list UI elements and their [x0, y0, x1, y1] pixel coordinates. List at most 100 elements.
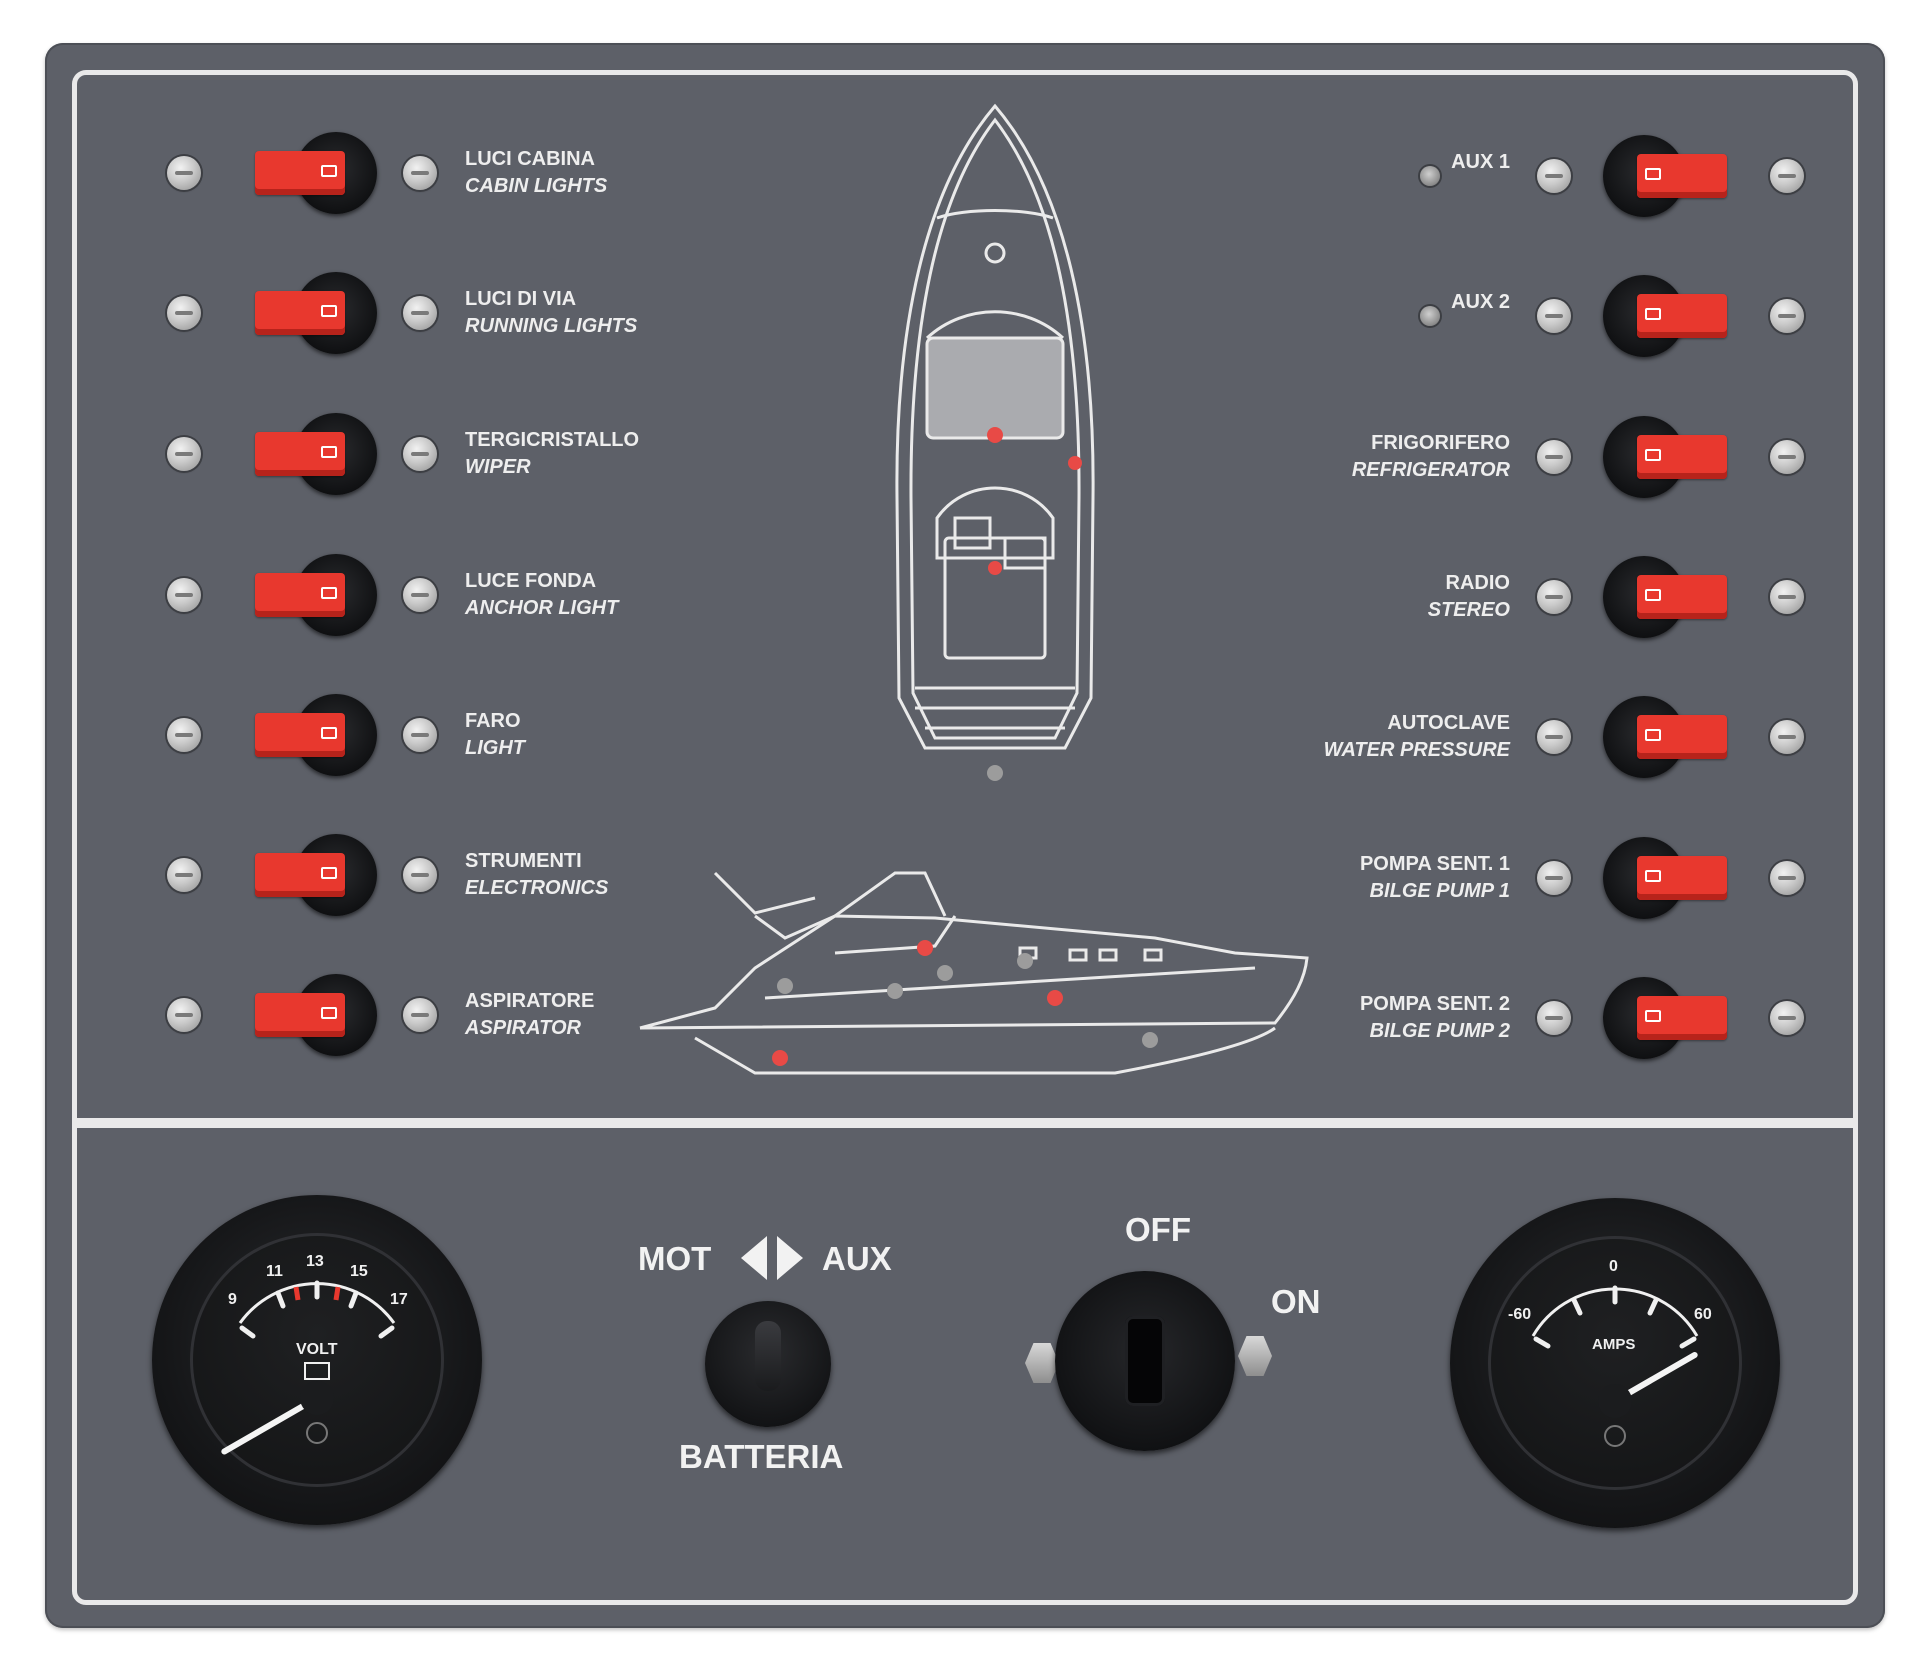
switch-label-it: POMPA SENT. 1	[1359, 853, 1510, 875]
switch-label: POMPA SENT. 2 BILGE PUMP 2	[1360, 991, 1510, 1045]
battery-selector-lever	[755, 1321, 781, 1391]
switch-row-cabin-lights: LUCI CABINA CABIN LIGHTS	[45, 128, 695, 218]
switch-label-it: LUCI CABINA	[465, 148, 595, 170]
voltmeter: 9 11 13 15 17 VOLT	[152, 1195, 482, 1525]
switch-label-it: ASPIRATORE	[465, 990, 595, 1012]
battery-aux-label: AUX	[822, 1240, 892, 1277]
screw-terminal	[1770, 159, 1804, 193]
screw-terminal	[403, 296, 437, 330]
aspirator-toggle[interactable]	[255, 993, 345, 1037]
voltmeter-scale	[238, 1280, 396, 1444]
switch-label: TERGICRISTALLO WIPER	[465, 427, 639, 481]
screw-terminal	[1770, 1001, 1804, 1035]
screw-terminal	[1537, 159, 1571, 193]
screw-terminal	[403, 156, 437, 190]
switch-row-water-pressure: AUTOCLAVE WATER PRESSURE	[1275, 692, 1835, 782]
switch-label-it: AUX 1	[1451, 151, 1510, 173]
screw-terminal	[403, 437, 437, 471]
anchor-light-toggle[interactable]	[255, 573, 345, 617]
cabin-lights-toggle[interactable]	[255, 151, 345, 195]
battery-mot-label: MOT	[638, 1240, 712, 1277]
main-switch-off-label: OFF	[1125, 1211, 1191, 1248]
switch-label-en: WIPER	[465, 456, 531, 478]
running-lights-toggle[interactable]	[255, 291, 345, 335]
switch-label-en: RUNNING LIGHTS	[465, 315, 638, 337]
switch-row-bilge-pump-2: POMPA SENT. 2 BILGE PUMP 2	[1275, 973, 1835, 1063]
switch-row-refrigerator: FRIGORIFERO REFRIGERATOR	[1275, 412, 1835, 502]
screw-terminal	[403, 998, 437, 1032]
battery-selector-switch[interactable]	[705, 1301, 831, 1427]
switch-label-it: AUX 2	[1451, 291, 1510, 313]
volt-tick-label: 15	[350, 1263, 368, 1280]
switch-row-aspirator: ASPIRATORE ASPIRATOR	[45, 970, 695, 1060]
screw-terminal	[1537, 1001, 1571, 1035]
screw-terminal	[167, 578, 201, 612]
switch-label: LUCI CABINA CABIN LIGHTS	[465, 146, 607, 200]
switch-label: STRUMENTI ELECTRONICS	[465, 848, 608, 902]
stereo-toggle[interactable]	[1637, 575, 1727, 619]
volt-tick-label: 13	[306, 1253, 324, 1270]
screw-terminal	[167, 296, 201, 330]
amp-tick-label: 60	[1694, 1306, 1712, 1323]
switch-section-frame	[72, 70, 1858, 1123]
main-switch-on-label: ON	[1271, 1283, 1321, 1320]
screw-terminal	[167, 437, 201, 471]
volt-tick-label: 9	[228, 1291, 237, 1308]
switch-row-light: FARO LIGHT	[45, 690, 695, 780]
aux-1-toggle[interactable]	[1637, 154, 1727, 198]
bilge-pump-2-toggle[interactable]	[1637, 996, 1727, 1040]
switch-row-aux-1: AUX 1	[1275, 131, 1835, 221]
screw-terminal	[1770, 580, 1804, 614]
switch-row-anchor-light: LUCE FONDA ANCHOR LIGHT	[45, 550, 695, 640]
switch-label: AUX 1	[1451, 149, 1510, 176]
indicator-led	[1420, 306, 1440, 326]
screw-terminal	[1770, 440, 1804, 474]
screw-terminal	[1770, 299, 1804, 333]
needle-hub	[1598, 1384, 1632, 1418]
switch-label-it: TERGICRISTALLO	[465, 429, 640, 451]
switch-label-it: RADIO	[1445, 572, 1510, 594]
bilge-pump-1-toggle[interactable]	[1637, 856, 1727, 900]
screw-terminal	[167, 156, 201, 190]
volt-tick-label: 17	[390, 1291, 408, 1308]
refrigerator-toggle[interactable]	[1637, 435, 1727, 479]
light-toggle[interactable]	[255, 713, 345, 757]
aux-2-toggle[interactable]	[1637, 294, 1727, 338]
screw-terminal	[1537, 720, 1571, 754]
section-divider	[72, 1118, 1858, 1124]
needle-hub	[300, 1381, 334, 1415]
switch-label-it: FRIGORIFERO	[1371, 432, 1510, 454]
switch-panel: LUCI CABINA CABIN LIGHTS LUCI DI VIA RUN…	[45, 43, 1885, 1628]
main-switch-key-slot	[1125, 1316, 1165, 1406]
amp-tick-label: 0	[1609, 1258, 1618, 1275]
screw-terminal	[1537, 440, 1571, 474]
indicator-led	[1420, 166, 1440, 186]
wiper-toggle[interactable]	[255, 432, 345, 476]
switch-row-bilge-pump-1: POMPA SENT. 1 BILGE PUMP 1	[1275, 833, 1835, 923]
switch-label: ASPIRATORE ASPIRATOR	[465, 988, 594, 1042]
boat-side-view-icon	[639, 871, 1309, 1075]
switch-label-it: AUTOCLAVE	[1387, 712, 1510, 734]
switch-label: FRIGORIFERO REFRIGERATOR	[1352, 430, 1510, 484]
battery-arrows-icon	[741, 1236, 803, 1280]
water-pressure-toggle[interactable]	[1637, 715, 1727, 759]
screw-terminal	[1537, 861, 1571, 895]
screw-terminal	[1770, 720, 1804, 754]
screw-terminal	[1537, 299, 1571, 333]
switch-label-en: WATER PRESSURE	[1323, 739, 1510, 761]
switch-label: AUTOCLAVE WATER PRESSURE	[1324, 710, 1510, 764]
switch-label-en: REFRIGERATOR	[1351, 459, 1510, 481]
screw-terminal	[167, 998, 201, 1032]
boat-top-view-icon	[895, 103, 1095, 781]
switch-label-en: ELECTRONICS	[465, 877, 609, 899]
switch-label: LUCE FONDA ANCHOR LIGHT	[465, 568, 618, 622]
screw-terminal	[1537, 580, 1571, 614]
switch-label-en: ASPIRATOR	[465, 1017, 581, 1039]
amp-tick-label: -60	[1508, 1306, 1532, 1323]
voltmeter-face: 9 11 13 15 17 VOLT	[190, 1233, 444, 1487]
ammeter-scale	[1531, 1285, 1699, 1447]
main-switch-key[interactable]	[1055, 1271, 1235, 1451]
electronics-toggle[interactable]	[255, 853, 345, 897]
ammeter: -60 0 60 AMPS	[1450, 1198, 1780, 1528]
switch-row-running-lights: LUCI DI VIA RUNNING LIGHTS	[45, 268, 695, 358]
